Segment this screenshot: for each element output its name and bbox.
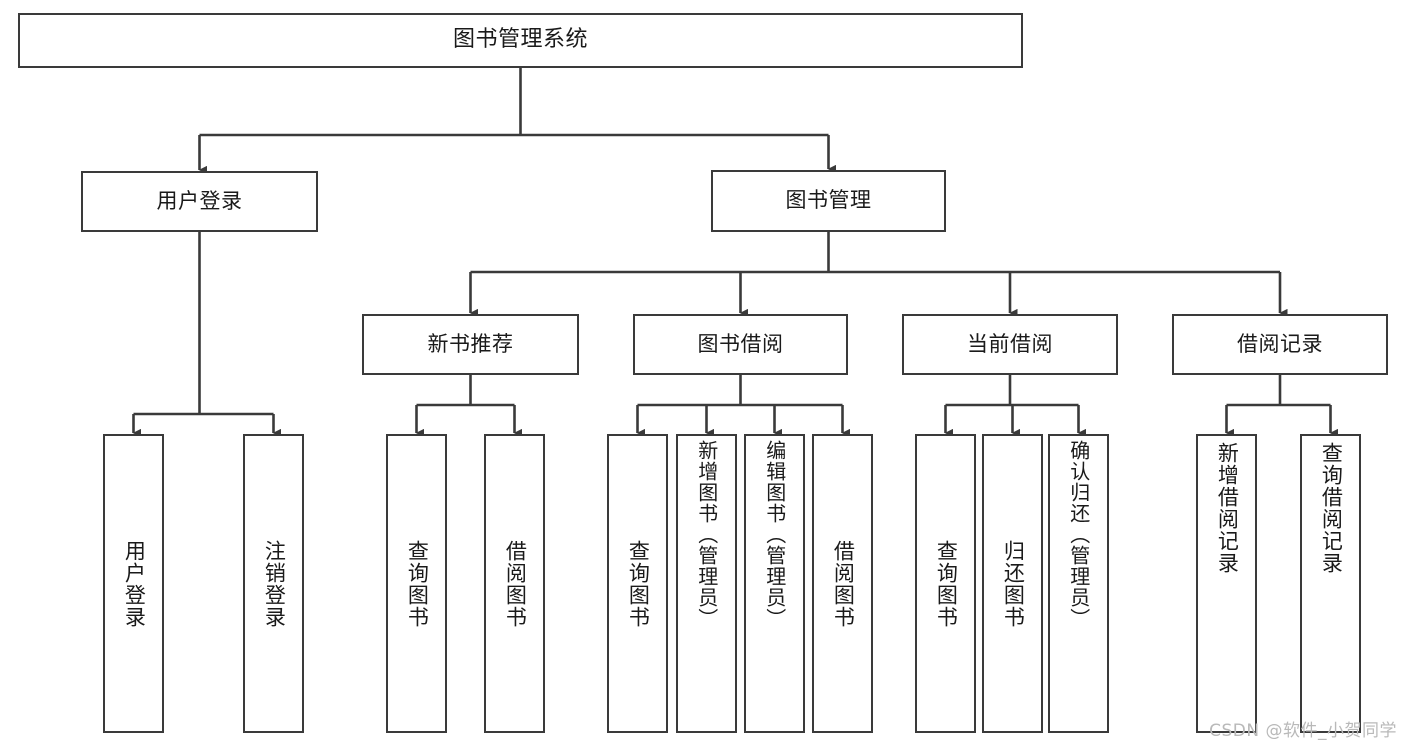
node-leaf-cb-confirm[interactable]: 确认归还（管理员） xyxy=(1048,434,1109,733)
node-label-leaf-logout: 注销登录 xyxy=(262,539,287,628)
node-label-leaf-bb-borrow: 借阅图书 xyxy=(831,539,856,628)
node-leaf-rec-borrow[interactable]: 借阅图书 xyxy=(484,434,545,733)
node-leaf-bb-edit[interactable]: 编辑图书（管理员） xyxy=(744,434,805,733)
node-book-borrow[interactable]: 图书借阅 xyxy=(633,314,848,375)
node-label-leaf-cb-return: 归还图书 xyxy=(1001,539,1026,628)
node-leaf-cb-query[interactable]: 查询图书 xyxy=(915,434,976,733)
node-leaf-logout[interactable]: 注销登录 xyxy=(243,434,304,733)
node-leaf-br-query[interactable]: 查询借阅记录 xyxy=(1300,434,1361,733)
node-label-leaf-rec-borrow: 借阅图书 xyxy=(503,539,528,628)
node-leaf-user-login[interactable]: 用户登录 xyxy=(103,434,164,733)
node-label-leaf-bb-add: 新增图书（管理员） xyxy=(694,440,719,629)
node-current-borrow[interactable]: 当前借阅 xyxy=(902,314,1118,375)
node-label-user-login: 用户登录 xyxy=(156,188,243,213)
node-book-manage[interactable]: 图书管理 xyxy=(711,170,946,232)
node-label-leaf-bb-edit: 编辑图书（管理员） xyxy=(762,440,787,629)
node-label-book-borrow: 图书借阅 xyxy=(697,331,784,356)
connector-lines xyxy=(132,68,1339,438)
node-label-leaf-rec-query: 查询图书 xyxy=(405,539,430,628)
node-user-login[interactable]: 用户登录 xyxy=(81,171,318,232)
node-leaf-br-add[interactable]: 新增借阅记录 xyxy=(1196,434,1257,733)
node-label-root: 图书管理系统 xyxy=(452,27,588,53)
node-root[interactable]: 图书管理系统 xyxy=(18,13,1023,68)
node-leaf-bb-query[interactable]: 查询图书 xyxy=(607,434,668,733)
node-label-current-borrow: 当前借阅 xyxy=(967,331,1053,356)
node-borrow-record[interactable]: 借阅记录 xyxy=(1172,314,1388,375)
node-label-book-manage: 图书管理 xyxy=(785,188,872,213)
node-label-leaf-user-login: 用户登录 xyxy=(122,539,147,628)
watermark-label: CSDN @软件_小贺同学 xyxy=(1209,721,1397,741)
node-leaf-rec-query[interactable]: 查询图书 xyxy=(386,434,447,733)
node-leaf-cb-return[interactable]: 归还图书 xyxy=(982,434,1043,733)
node-label-leaf-cb-query: 查询图书 xyxy=(934,539,959,628)
node-label-borrow-record: 借阅记录 xyxy=(1237,331,1323,356)
node-label-leaf-br-query: 查询借阅记录 xyxy=(1319,442,1344,574)
node-leaf-bb-add[interactable]: 新增图书（管理员） xyxy=(676,434,737,733)
node-label-new-book-rec: 新书推荐 xyxy=(427,331,514,356)
node-label-leaf-cb-confirm: 确认归还（管理员） xyxy=(1066,440,1091,629)
node-label-leaf-br-add: 新增借阅记录 xyxy=(1215,442,1240,574)
node-new-book-rec[interactable]: 新书推荐 xyxy=(362,314,579,375)
node-label-leaf-bb-query: 查询图书 xyxy=(626,539,651,628)
node-leaf-bb-borrow[interactable]: 借阅图书 xyxy=(812,434,873,733)
